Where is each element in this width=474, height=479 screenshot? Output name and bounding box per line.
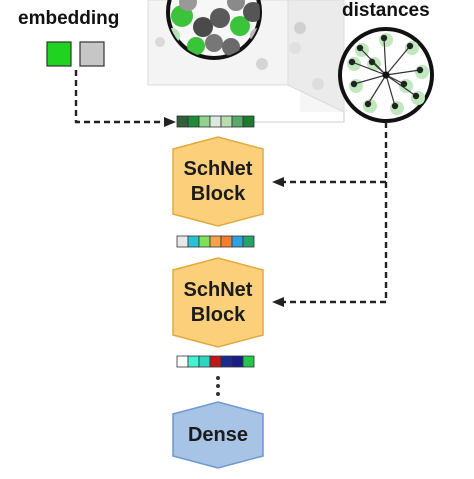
block1-vector-cell <box>209 235 222 248</box>
distance-line <box>351 61 387 76</box>
dashed-arrows <box>74 70 388 304</box>
distance-spokes <box>347 33 429 115</box>
block1-vector-cell <box>220 235 233 248</box>
embedding-vector-cell <box>198 115 211 128</box>
embedding-green-square <box>46 41 72 67</box>
atom-dot <box>416 66 424 74</box>
block2-vector-cell <box>176 355 189 368</box>
schnet-block-1-line1: SchNet <box>183 158 253 180</box>
block1-output-vector <box>176 235 255 248</box>
distance-line <box>385 45 411 76</box>
arrowhead-block1 <box>272 177 284 187</box>
arrowhead-block2 <box>272 297 284 307</box>
block2-vector-cell <box>198 355 211 368</box>
embedding-vector-cell <box>242 115 255 128</box>
block2-vector-cell <box>209 355 222 368</box>
ellipsis-dots <box>216 376 220 396</box>
distance-line <box>383 37 387 76</box>
atom-dot <box>380 34 388 42</box>
block2-vector-cell <box>187 355 200 368</box>
atom-dot <box>391 102 399 110</box>
embedding-label: embedding <box>18 8 120 29</box>
block2-vector-cell <box>231 355 244 368</box>
atom-dot <box>364 100 372 108</box>
atom-dot <box>406 42 414 50</box>
atom-dot <box>348 58 356 66</box>
distance-line <box>385 69 421 76</box>
molecule-zoom-circle <box>166 0 262 60</box>
atom-dot <box>368 58 376 66</box>
schnet-block-2-line2: Block <box>190 304 246 326</box>
block2-output-vector <box>176 355 255 368</box>
distance-arrow-2 <box>282 182 388 304</box>
embedding-vector-cell <box>231 115 244 128</box>
embedding-vector-cell <box>176 115 189 128</box>
block2-vector-cell <box>220 355 233 368</box>
distance-line <box>353 74 387 85</box>
embedding-vector-cell <box>220 115 233 128</box>
distances-label: distances <box>342 0 430 21</box>
block1-vector-cell <box>198 235 211 248</box>
embedding-arrow <box>74 70 164 124</box>
schnet-block-2 <box>172 257 264 348</box>
dense-block <box>172 401 264 469</box>
distance-line <box>367 74 387 105</box>
distance-line <box>385 74 396 107</box>
atom-dot <box>400 80 408 88</box>
schnet-block-1-label: SchNet Block <box>173 157 263 207</box>
arrowhead-embedding <box>164 117 176 127</box>
embedding-gray-square <box>79 41 105 67</box>
block1-vector-cell <box>187 235 200 248</box>
schnet-block-2-line1: SchNet <box>183 279 253 301</box>
embedding-vector-cell <box>187 115 200 128</box>
distances-circle <box>338 27 434 123</box>
atom-dot <box>412 92 420 100</box>
block2-vector-cell <box>242 355 255 368</box>
schnet-block-1 <box>172 136 264 227</box>
block1-vector-cell <box>176 235 189 248</box>
atom-dot <box>356 44 364 52</box>
embedding-vector-cell <box>209 115 222 128</box>
arrowheads <box>164 117 284 307</box>
block1-vector-cell <box>231 235 244 248</box>
embedding-vector <box>176 115 255 128</box>
schnet-block-1-line2: Block <box>190 183 246 205</box>
distance-arrow-1 <box>282 122 388 184</box>
block1-vector-cell <box>242 235 255 248</box>
atom-dot <box>350 80 358 88</box>
distance-line <box>385 74 417 97</box>
center-atom <box>382 71 390 79</box>
schnet-block-2-label: SchNet Block <box>173 278 263 328</box>
dense-label: Dense <box>187 424 249 446</box>
